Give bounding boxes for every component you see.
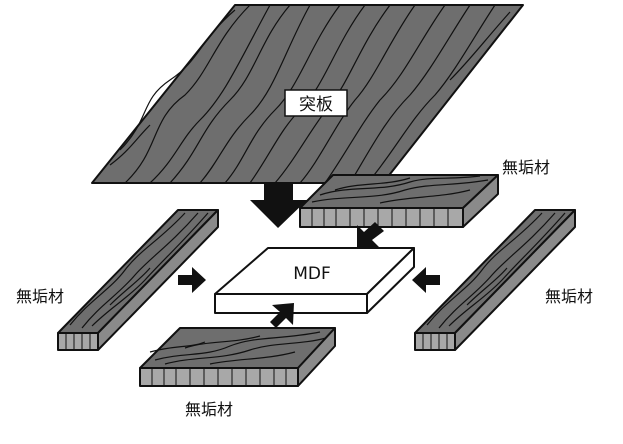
veneer-down-arrow	[250, 183, 307, 228]
arrow-left	[178, 267, 206, 293]
veneer-sheet: 突板	[91, 4, 524, 184]
mdf-label: MDF	[293, 264, 331, 284]
arrow-top-right	[357, 222, 384, 247]
solid-wood-board-left	[57, 209, 219, 351]
veneer-label: 突板	[299, 95, 333, 115]
solid-wood-label-top-right: 無垢材	[502, 158, 550, 177]
arrow-bottom	[270, 303, 294, 328]
mdf-panel: MDF	[214, 247, 415, 314]
arrow-right	[412, 267, 440, 293]
solid-wood-board-bottom	[139, 327, 336, 387]
solid-wood-board-top-right	[299, 174, 499, 228]
solid-wood-label-bottom: 無垢材	[185, 400, 233, 419]
veneer-label-box	[284, 89, 348, 117]
solid-wood-board-right	[414, 209, 576, 351]
solid-wood-label-left: 無垢材	[16, 287, 64, 306]
solid-wood-label-right: 無垢材	[545, 287, 593, 306]
